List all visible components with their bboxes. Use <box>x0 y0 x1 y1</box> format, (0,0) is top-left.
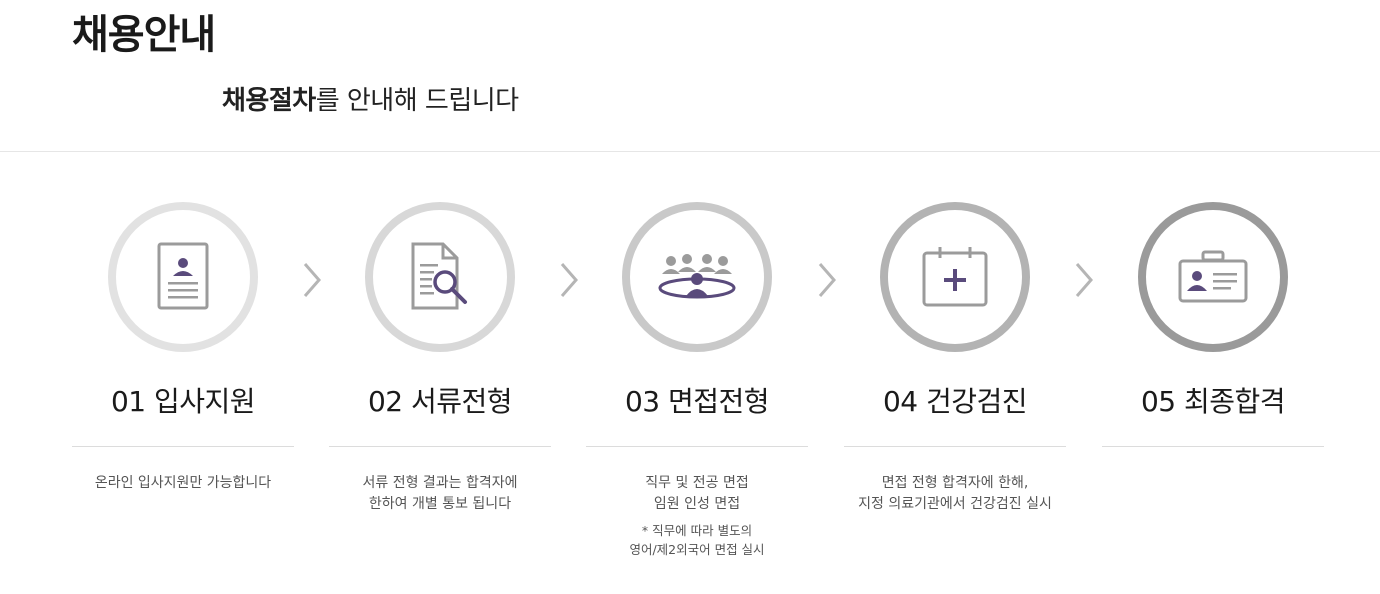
step-description: 서류 전형 결과는 합격자에 한하여 개별 통보 됩니다 <box>324 473 556 515</box>
chevron-right-icon <box>559 262 579 298</box>
step-title: 03 면접전형 <box>624 385 770 418</box>
step-circle <box>365 202 515 352</box>
step-title: 01 입사지원 <box>110 385 256 418</box>
step-description-line: 지정 의료기관에서 건강검진 실시 <box>858 496 1052 512</box>
step-divider <box>844 446 1066 447</box>
document-search-icon <box>411 242 467 310</box>
step-divider <box>586 446 808 447</box>
step-health-check: 04 건강검진 면접 전형 합격자에 한해, 지정 의료기관에서 건강검진 실시 <box>839 202 1071 515</box>
step-circle <box>1138 202 1288 352</box>
page-title: 채용안내 <box>72 12 216 58</box>
step-title: 02 서류전형 <box>367 385 513 418</box>
step-description-line: 서류 전형 결과는 합격자에 <box>362 475 518 491</box>
subtitle: 채용절차를 안내해 드립니다 <box>222 80 519 117</box>
chevron-right-icon <box>302 262 322 298</box>
step-interview: 03 면접전형 직무 및 전공 면접 임원 인성 면접 * 직무에 따라 별도의… <box>581 202 813 559</box>
interview-group-icon <box>658 254 736 299</box>
subtitle-rest: 를 안내해 드립니다 <box>315 86 519 116</box>
step-note-line: 영어/제2외국어 면접 실시 <box>629 542 765 557</box>
step-circle <box>880 202 1030 352</box>
step-note: * 직무에 따라 별도의 영어/제2외국어 면접 실시 <box>581 521 813 559</box>
step-description-line: 직무 및 전공 면접 <box>645 475 749 491</box>
step-description: 직무 및 전공 면접 임원 인성 면접 <box>581 473 813 515</box>
step-description: 온라인 입사지원만 가능합니다 <box>67 473 299 494</box>
step-title: 04 건강검진 <box>882 385 1028 418</box>
step-circle <box>108 202 258 352</box>
step-final-pass: 05 최종합격 <box>1097 202 1329 447</box>
resume-icon <box>157 242 209 310</box>
step-document-screening: 02 서류전형 서류 전형 결과는 합격자에 한하여 개별 통보 됩니다 <box>324 202 556 515</box>
header-divider <box>0 151 1380 152</box>
chevron-right-icon <box>817 262 837 298</box>
step-description-line: 온라인 입사지원만 가능합니다 <box>94 475 272 491</box>
id-badge-icon <box>1178 250 1248 303</box>
chevron-right-icon <box>1074 262 1094 298</box>
step-description-line: 면접 전형 합격자에 한해, <box>881 475 1029 491</box>
step-description: 면접 전형 합격자에 한해, 지정 의료기관에서 건강검진 실시 <box>839 473 1071 515</box>
step-note-line: * 직무에 따라 별도의 <box>641 523 753 538</box>
step-divider <box>329 446 551 447</box>
medical-calendar-icon <box>922 247 988 307</box>
subtitle-bold: 채용절차 <box>222 86 316 116</box>
step-divider <box>1102 446 1324 447</box>
step-circle <box>622 202 772 352</box>
step-apply: 01 입사지원 온라인 입사지원만 가능합니다 <box>67 202 299 494</box>
step-title: 05 최종합격 <box>1140 385 1286 418</box>
step-description-line: 한하여 개별 통보 됩니다 <box>368 496 512 512</box>
step-divider <box>72 446 294 447</box>
step-description-line: 임원 인성 면접 <box>653 496 741 512</box>
